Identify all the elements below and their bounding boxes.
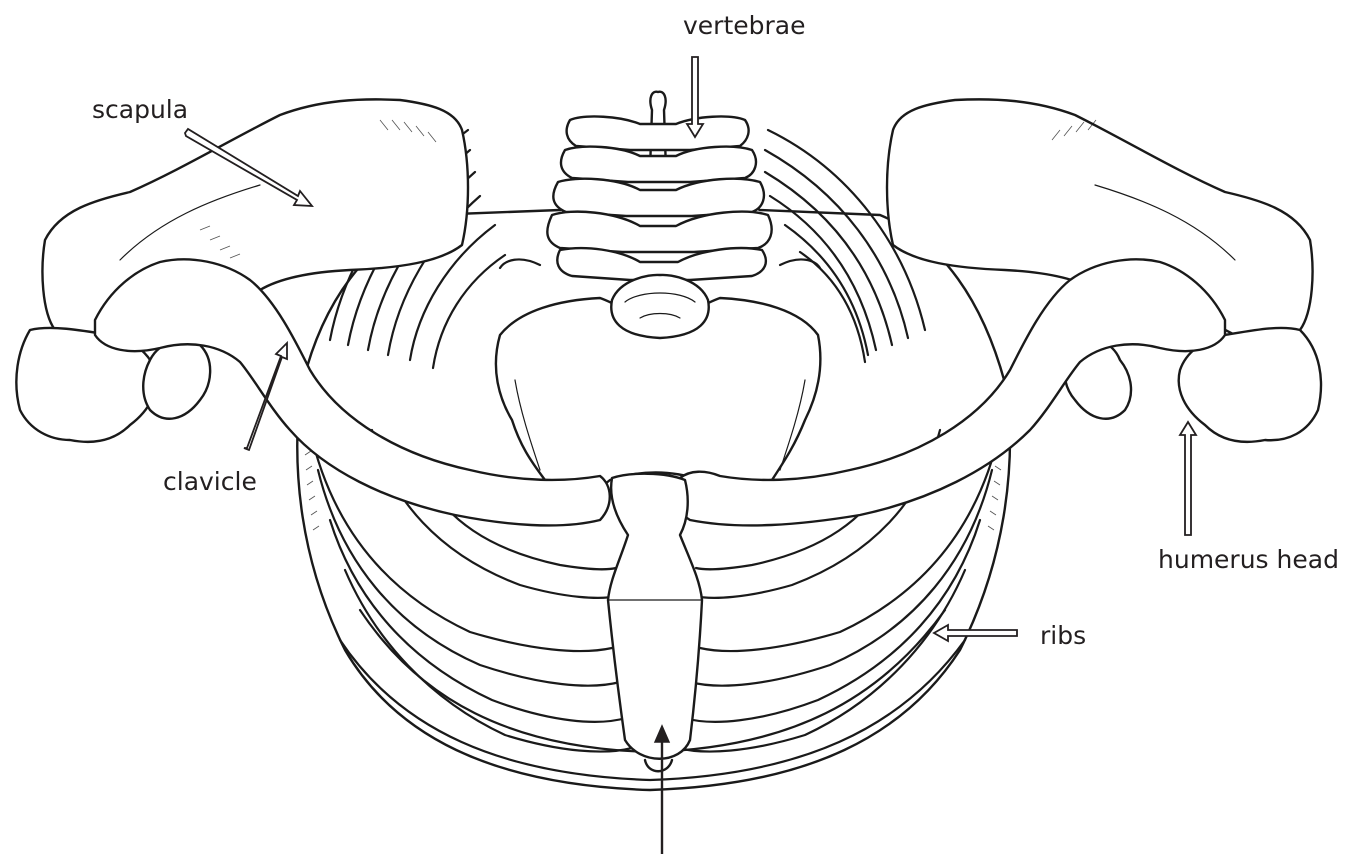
humerus-head-label: humerus head	[1158, 545, 1339, 574]
scapula-label: scapula	[92, 95, 188, 124]
vertebrae-arrow	[687, 57, 703, 137]
clavicle-label: clavicle	[163, 467, 257, 496]
ribs-arrow	[934, 625, 1017, 641]
humerus-head-arrow	[1180, 422, 1196, 535]
ribs-label: ribs	[1040, 621, 1086, 650]
vertebrae-label: vertebrae	[683, 11, 806, 40]
